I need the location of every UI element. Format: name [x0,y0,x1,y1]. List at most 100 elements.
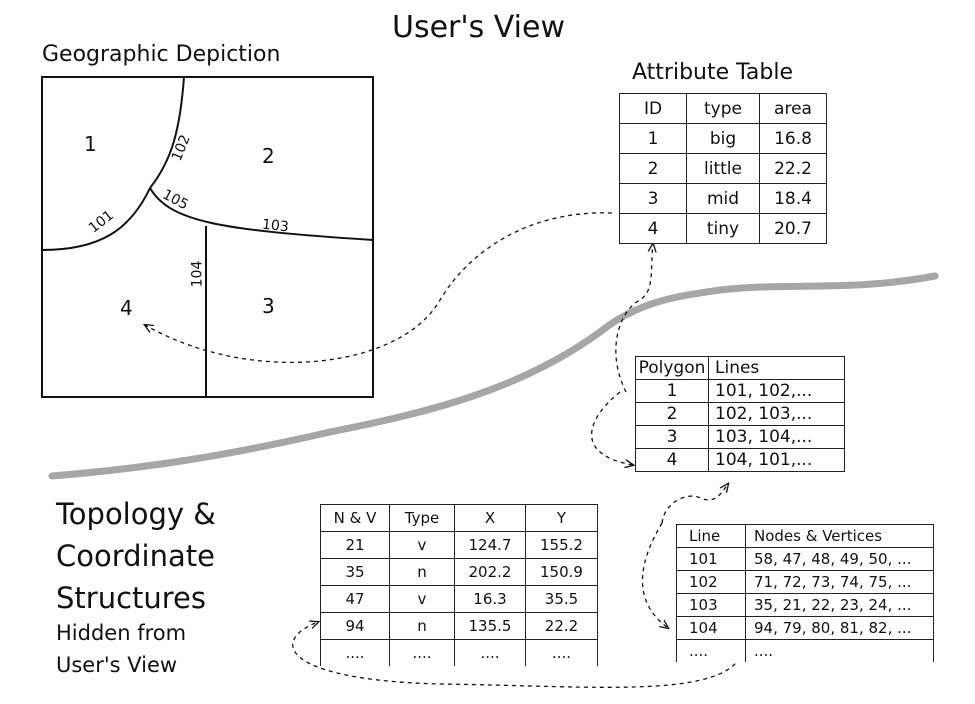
table-cell: 22.2 [759,153,827,184]
header-cell: area [759,93,827,124]
table-cell: 124.7 [454,531,526,559]
table-cell: 202.2 [454,558,526,586]
table-cell: 2 [619,153,687,184]
connector-attr-to-polygon [590,391,633,465]
table-cell: 103, 104,... [708,425,845,449]
table-row: 103 35, 21, 22, 23, 24, ... [676,593,934,617]
page-title: User's View [392,10,565,45]
table-cell: 58, 47, 48, 49, 50, ... [745,547,934,571]
table-cell: 104, 101,... [708,448,845,472]
connector-line-to-polygon [661,484,728,524]
hidden-label-line1: Topology & [56,497,216,531]
table-cell: .... [320,639,390,666]
table-header-row: ID type area [619,93,827,124]
polygon-label-1: 1 [84,132,97,156]
table-row: 2 102, 103,... [635,402,845,426]
connector-attr-to-polygon4 [145,212,613,364]
attribute-table: ID type area 1 big 16.8 2 little 22.2 3 … [619,93,827,244]
table-cell: 21 [320,531,390,559]
table-cell: 1 [635,379,709,403]
polygon-lines-table: Polygon Lines 1 101, 102,... 2 102, 103,… [635,356,845,472]
header-cell: type [686,93,760,124]
line-nodes-table: Line Nodes & Vertices 101 58, 47, 48, 49… [676,524,934,662]
line-label-103: 103 [261,216,290,236]
table-header-row: N & V Type X Y [320,504,598,532]
table-cell: 71, 72, 73, 74, 75, ... [745,570,934,594]
header-cell: Lines [708,356,845,380]
table-cell: 18.4 [759,183,827,214]
connector-line-to-nv [292,622,744,688]
table-cell: 16.3 [454,585,526,613]
line-103-path [149,187,374,241]
table-header-row: Line Nodes & Vertices [676,524,934,548]
header-cell: Line [676,524,746,548]
table-row: 102 71, 72, 73, 74, 75, ... [676,570,934,594]
header-cell: X [454,504,526,532]
table-cell: 20.7 [759,213,827,244]
table-cell: 2 [635,402,709,426]
table-cell: 35 [320,558,390,586]
table-cell: 47 [320,585,390,613]
table-row: 4 104, 101,... [635,448,845,472]
table-cell: .... [525,639,598,666]
table-cell: tiny [686,213,760,244]
table-cell: 102 [676,570,746,594]
table-row: 1 big 16.8 [619,123,827,154]
geographic-map [41,76,374,398]
table-row: 4 tiny 20.7 [619,213,827,244]
table-cell: 104 [676,616,746,640]
table-row: 35 n 202.2 150.9 [320,558,598,586]
table-cell: 35, 21, 22, 23, 24, ... [745,593,934,617]
connector-polygon-to-line [641,522,668,628]
line-101-path [41,187,151,251]
table-row: .... .... [676,639,934,662]
table-cell: mid [686,183,760,214]
table-row: 21 v 124.7 155.2 [320,531,598,559]
header-cell: Polygon [635,356,709,380]
table-row: 3 103, 104,... [635,425,845,449]
table-cell: 94, 79, 80, 81, 82, ... [745,616,934,640]
table-cell: n [389,558,455,586]
table-cell: 135.5 [454,612,526,640]
table-row: 3 mid 18.4 [619,183,827,214]
header-cell: Y [525,504,598,532]
table-cell: v [389,585,455,613]
table-row: 47 v 16.3 35.5 [320,585,598,613]
polygon-label-2: 2 [262,144,275,168]
table-cell: 4 [619,213,687,244]
hidden-label-line3: Structures [56,581,207,615]
table-cell: .... [454,639,526,666]
table-cell: v [389,531,455,559]
table-cell: 101, 102,... [708,379,845,403]
table-row: 94 n 135.5 22.2 [320,612,598,640]
table-row: 2 little 22.2 [619,153,827,184]
table-cell: n [389,612,455,640]
polygon-label-4: 4 [120,296,133,320]
table-header-row: Polygon Lines [635,356,845,380]
table-cell: 4 [635,448,709,472]
table-cell: 103 [676,593,746,617]
header-cell: ID [619,93,687,124]
table-cell: 150.9 [525,558,598,586]
table-cell: 101 [676,547,746,571]
table-cell: 102, 103,... [708,402,845,426]
hidden-label-line5: User's View [56,653,178,677]
table-cell: .... [745,639,934,662]
table-cell: 22.2 [525,612,598,640]
table-cell: 16.8 [759,123,827,154]
divider-line [48,272,939,480]
table-cell: big [686,123,760,154]
attribute-table-title: Attribute Table [632,60,794,85]
header-cell: Nodes & Vertices [745,524,934,548]
table-cell: 3 [635,425,709,449]
node-vertex-table: N & V Type X Y 21 v 124.7 155.2 35 n 202… [320,504,598,666]
table-row: 1 101, 102,... [635,379,845,403]
connector-polygon-to-attr [615,244,653,393]
polygon-label-3: 3 [262,294,275,318]
header-cell: Type [389,504,455,532]
line-label-104: 104 [189,260,206,288]
hidden-label-line4: Hidden from [56,621,187,645]
table-row: 104 94, 79, 80, 81, 82, ... [676,616,934,640]
table-cell: little [686,153,760,184]
